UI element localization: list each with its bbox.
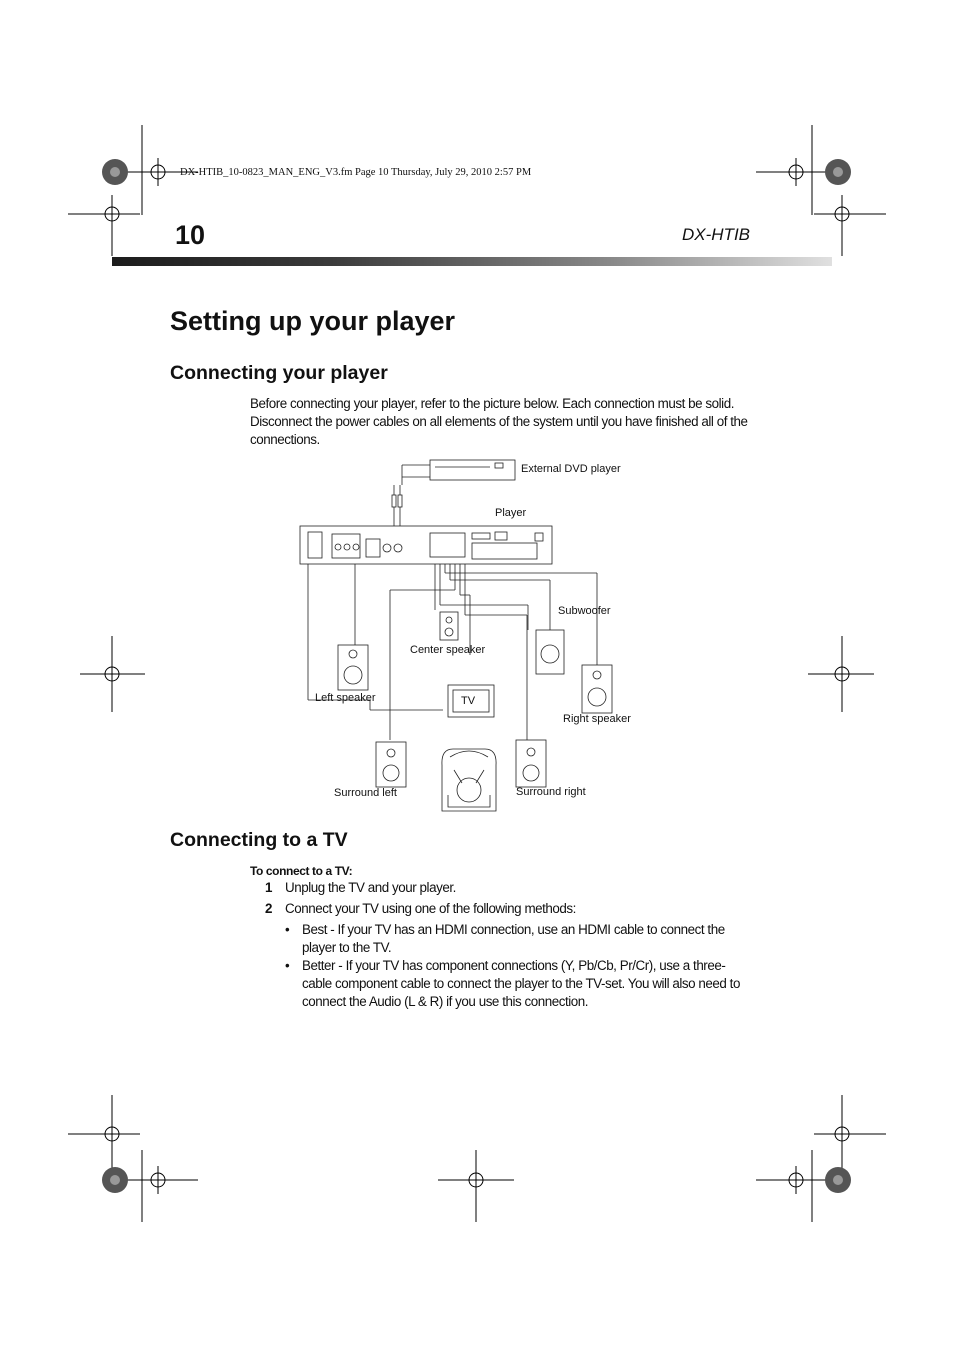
label-subwoofer: Subwoofer — [558, 605, 611, 617]
surround-right-speaker — [515, 739, 547, 788]
model-name: DX-HTIB — [682, 225, 750, 244]
label-left-speaker: Left speaker — [315, 692, 376, 704]
label-right-speaker: Right speaker — [563, 713, 631, 725]
right-speaker — [581, 664, 613, 714]
bullet-better: • Better - If your TV has component conn… — [285, 957, 755, 1011]
bullet-mark: • — [285, 958, 290, 973]
subwoofer — [535, 629, 565, 675]
step-text: Unplug the TV and your player. — [285, 880, 456, 895]
procedure-lead: To connect to a TV: — [250, 864, 353, 878]
bullet-mark: • — [285, 922, 290, 937]
header-bar — [112, 257, 832, 266]
bullet-best: • Best - If your TV has an HDMI connecti… — [285, 921, 755, 957]
step-number: 2 — [265, 901, 272, 916]
connection-diagram: External DVD player Player Subwoofer Cen… — [299, 459, 631, 812]
step-1: 1 Unplug the TV and your player. — [265, 880, 456, 895]
external-dvd-player — [429, 459, 516, 481]
surround-left-speaker — [375, 741, 407, 788]
file-info: DX-HTIB_10-0823_MAN_ENG_V3.fm Page 10 Th… — [180, 167, 532, 178]
heading-connecting-player: Connecting your player — [170, 362, 388, 384]
page-number: 10 — [175, 220, 206, 250]
player-unit — [299, 525, 553, 565]
section-title: Setting up your player — [170, 306, 456, 336]
step-2: 2 Connect your TV using one of the follow… — [265, 901, 576, 916]
label-external-dvd: External DVD player — [521, 463, 621, 475]
label-tv: TV — [461, 695, 476, 707]
label-player: Player — [495, 507, 527, 519]
center-speaker — [439, 611, 459, 641]
label-surround-right: Surround right — [516, 786, 586, 798]
listener-chair — [441, 748, 497, 812]
step-text: Connect your TV using one of the followi… — [285, 901, 576, 916]
left-speaker — [337, 644, 369, 691]
bullet-text: Best - If your TV has an HDMI connection… — [302, 922, 725, 955]
label-surround-left: Surround left — [334, 787, 397, 799]
bullet-text: Better - If your TV has component connec… — [302, 958, 740, 1009]
intro-paragraph: Before connecting your player, refer to … — [250, 396, 748, 447]
label-center-speaker: Center speaker — [410, 644, 486, 656]
heading-connecting-tv: Connecting to a TV — [170, 829, 348, 851]
step-number: 1 — [265, 880, 272, 895]
